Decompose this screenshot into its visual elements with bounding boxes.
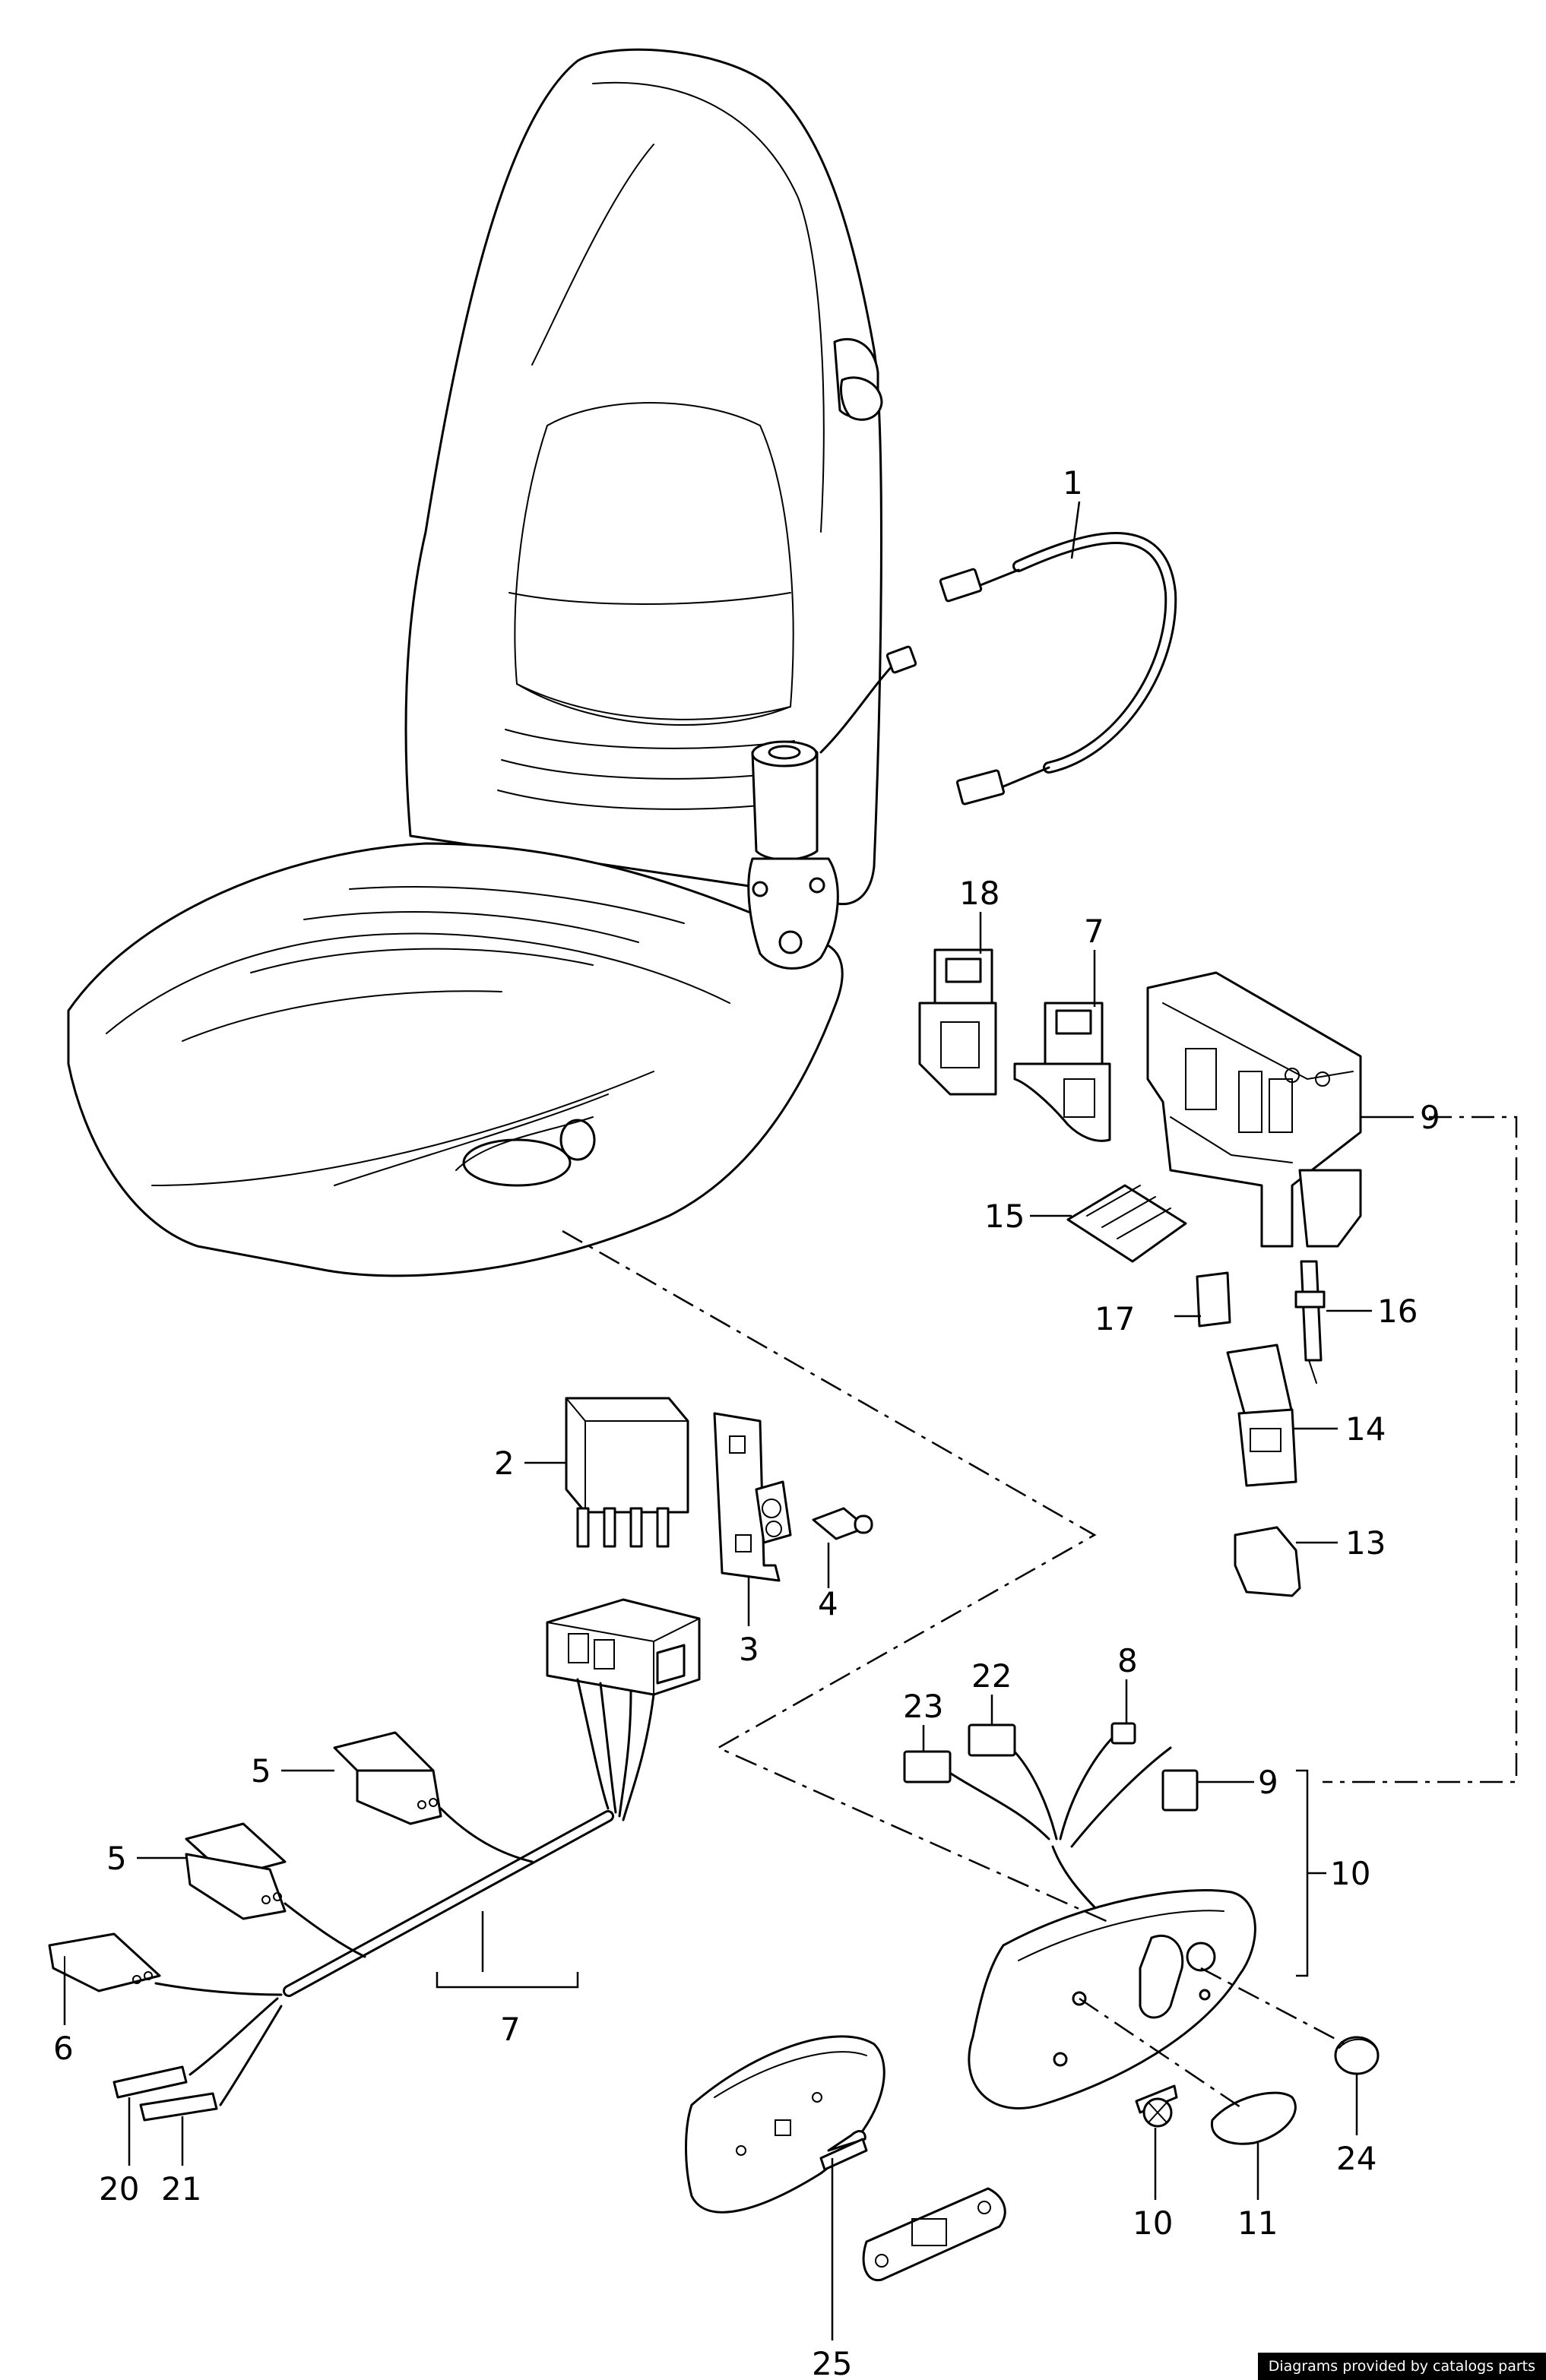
part-9-control-unit <box>1146 971 1362 1248</box>
part-1-wiring-harness <box>819 532 1177 805</box>
callout-10-bracket: 10 <box>1330 1855 1370 1892</box>
callout-10-screw: 10 <box>1133 2204 1173 2242</box>
callout-7-upper: 7 <box>1084 913 1104 950</box>
connection-line-part9 <box>1323 1116 1518 1783</box>
callout-16: 16 <box>1377 1293 1418 1330</box>
callout-23: 23 <box>903 1688 943 1725</box>
callout-25: 25 <box>812 2345 852 2380</box>
part-10-screw <box>1135 2084 1178 2128</box>
part-3-bracket <box>713 1412 792 1582</box>
part-16-pin <box>1294 1260 1326 1384</box>
callout-6: 6 <box>53 2030 74 2067</box>
connection-line-seat-to-switch <box>562 1230 1110 1924</box>
callout-20: 20 <box>99 2170 139 2208</box>
callout-21: 21 <box>161 2170 201 2208</box>
part-10-switch-bezel <box>968 1889 1256 2109</box>
part-7-lower-harness <box>48 1598 701 2122</box>
part-17-cap <box>1196 1271 1231 1328</box>
part-14-connector <box>1226 1343 1297 1487</box>
callout-4: 4 <box>818 1585 838 1622</box>
connection-line-switch-to-knob <box>1200 1967 1346 2046</box>
part-15-bracket <box>1066 1184 1187 1263</box>
part-11-cover <box>1211 2091 1297 2145</box>
seat-illustration <box>67 48 883 1277</box>
callout-14: 14 <box>1345 1410 1386 1448</box>
part-4-clip <box>812 1507 873 1540</box>
part-13-connector <box>1234 1526 1301 1597</box>
leader-lines <box>63 501 1414 2340</box>
callout-7-lower: 7 <box>500 2011 521 2048</box>
callout-9-upper: 9 <box>1420 1099 1440 1136</box>
callout-1: 1 <box>1063 464 1083 502</box>
callout-22: 22 <box>971 1657 1012 1695</box>
callout-13: 13 <box>1345 1524 1386 1562</box>
part-10-switch-harness <box>903 1722 1199 1924</box>
part-7-connector <box>1013 1002 1111 1142</box>
part-2-relay <box>565 1397 689 1548</box>
watermark-credit: Diagrams provided by catalogs parts <box>1257 2353 1546 2380</box>
callout-8: 8 <box>1117 1642 1138 1679</box>
connection-line-screw <box>1079 1997 1243 2110</box>
callout-2: 2 <box>494 1445 515 1482</box>
callout-15: 15 <box>984 1198 1025 1235</box>
callout-11: 11 <box>1237 2204 1278 2242</box>
part-25-trim-panel <box>685 2035 1006 2282</box>
callout-5-upper: 5 <box>251 1752 271 1790</box>
callout-9-lower: 9 <box>1258 1764 1278 1801</box>
part-18-connector <box>918 948 997 1096</box>
callout-18: 18 <box>959 875 1000 912</box>
callout-5-lower: 5 <box>106 1840 127 1877</box>
callout-3: 3 <box>739 1631 759 1668</box>
callout-24: 24 <box>1336 2140 1377 2177</box>
callout-labels: 1 18 7 9 15 16 17 14 13 2 3 4 5 5 6 7 20… <box>53 464 1440 2380</box>
part-24-knob <box>1334 2036 1380 2075</box>
callout-17: 17 <box>1095 1300 1135 1337</box>
